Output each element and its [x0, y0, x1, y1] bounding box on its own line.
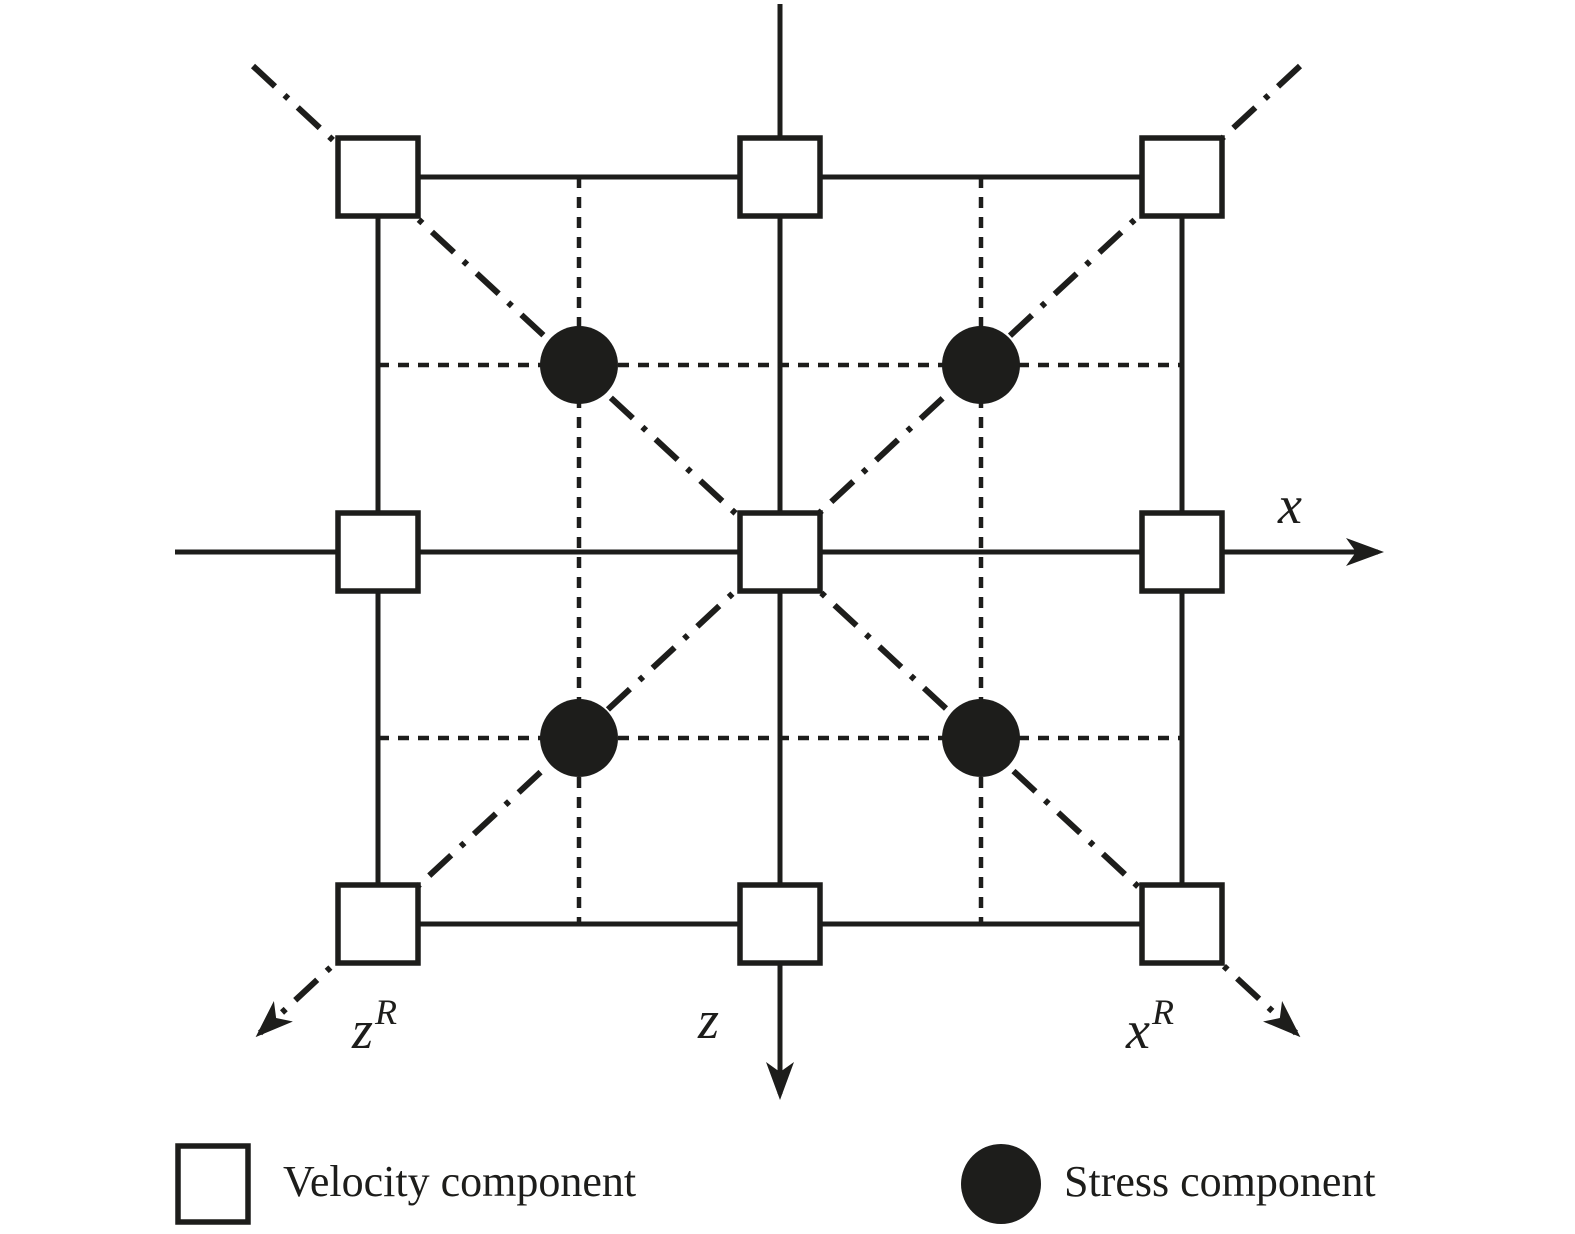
dotted-half-grid-lines: [378, 177, 1182, 924]
zR-base: z: [351, 1000, 373, 1060]
zR-axis-label: zR: [351, 992, 397, 1060]
xR-base: x: [1125, 1000, 1150, 1060]
zR-superscript: R: [374, 992, 397, 1032]
velocity-node-bottom-right: [1139, 882, 1225, 966]
stress-nodes: [540, 326, 1020, 777]
stress-node-lower-left: [540, 699, 618, 777]
axis-labels: x z zR xR: [351, 475, 1302, 1060]
zR-axis-diagonal: [255, 63, 1303, 1038]
z-axis-label: z: [697, 990, 719, 1050]
velocity-node-center: [737, 510, 823, 594]
velocity-node-top-right: [1139, 135, 1225, 219]
velocity-node-bottom-center: [737, 882, 823, 966]
velocity-node-bottom-left: [335, 882, 421, 966]
legend-velocity-square-icon: [175, 1143, 251, 1225]
rotated-axes-diagonals: [250, 63, 1303, 1038]
legend-stress-label: Stress component: [1064, 1157, 1376, 1206]
velocity-node-middle-right: [1139, 510, 1225, 594]
stress-node-upper-left: [540, 326, 618, 404]
xR-axis-diagonal: [250, 63, 1301, 1038]
legend-velocity-label: Velocity component: [283, 1157, 636, 1206]
legend: Velocity component Stress component: [175, 1143, 1376, 1225]
xR-superscript: R: [1151, 992, 1174, 1032]
stress-node-lower-right: [942, 699, 1020, 777]
stress-node-upper-right: [942, 326, 1020, 404]
xR-axis-label: xR: [1125, 992, 1174, 1060]
velocity-node-top-center: [737, 135, 823, 219]
velocity-node-top-left: [335, 135, 421, 219]
x-axis-label: x: [1277, 475, 1302, 535]
velocity-node-middle-left: [335, 510, 421, 594]
velocity-nodes: [335, 135, 1225, 966]
legend-stress-circle-icon: [961, 1144, 1041, 1224]
